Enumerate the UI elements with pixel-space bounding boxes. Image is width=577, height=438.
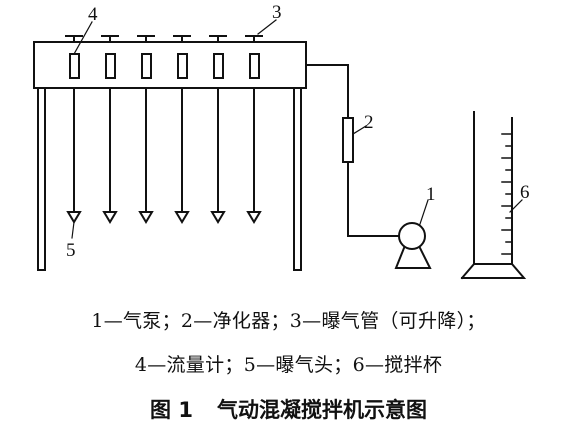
callout-6: 6 (520, 182, 530, 203)
aeration-pipe-6 (246, 87, 262, 224)
valve-6 (245, 35, 263, 43)
leader-1 (419, 199, 429, 225)
figure-title: 气动混凝搅拌机示意图 (216, 398, 427, 422)
air-supply-line (305, 64, 399, 237)
aeration-pipe-5 (210, 87, 226, 224)
cup-body (473, 111, 513, 265)
valve-3 (137, 35, 155, 43)
valve-5 (209, 35, 227, 43)
leader-5 (71, 221, 75, 239)
cup-base (460, 262, 527, 280)
callout-1: 1 (426, 184, 436, 205)
flow-meter-1 (69, 53, 80, 79)
pump-body (398, 222, 426, 250)
figure-number: 图 1 (150, 398, 193, 422)
callout-5: 5 (66, 240, 76, 261)
valve-4 (173, 35, 191, 43)
valve-1 (65, 35, 83, 43)
callout-2: 2 (364, 112, 374, 133)
flow-meter-6 (249, 53, 260, 79)
aeration-pipe-3 (138, 87, 154, 224)
left-leg (37, 87, 46, 271)
aeration-pipes (66, 87, 262, 224)
right-leg (293, 87, 302, 271)
top-beam (33, 41, 307, 89)
stirring-cup (460, 111, 527, 280)
flow-meters (69, 53, 260, 79)
pump-base (394, 246, 432, 269)
leader-6 (509, 199, 523, 213)
aerator-head-3 (138, 211, 154, 224)
aeration-pipe-1 (66, 87, 82, 224)
cup-graduations (501, 133, 513, 255)
aeration-pipe-2 (102, 87, 118, 224)
legend-line-1: 1—气泵；2—净化器；3—曝气管（可升降）； (91, 310, 486, 332)
purifier (342, 117, 354, 163)
flow-meter-4 (177, 53, 188, 79)
callout-3: 3 (272, 2, 282, 23)
leader-lines (71, 19, 523, 239)
leader-3 (257, 19, 277, 35)
leader-4 (73, 21, 93, 55)
valve-2 (101, 35, 119, 43)
valves (65, 35, 263, 43)
aerator-head-1 (66, 211, 82, 224)
legend-line-2: 4—流量计；5—曝气头；6—搅拌杯 (134, 354, 443, 376)
leader-2 (352, 125, 367, 135)
flow-meter-5 (213, 53, 224, 79)
aerator-head-4 (174, 211, 190, 224)
flow-meter-2 (105, 53, 116, 79)
callout-4: 4 (88, 4, 98, 25)
figure-caption: 图 1 气动混凝搅拌机示意图 (0, 394, 577, 424)
flow-meter-3 (141, 53, 152, 79)
aerator-head-5 (210, 211, 226, 224)
aeration-pipe-4 (174, 87, 190, 224)
aerator-head-2 (102, 211, 118, 224)
aerator-head-6 (246, 211, 262, 224)
air-pump (394, 222, 432, 269)
